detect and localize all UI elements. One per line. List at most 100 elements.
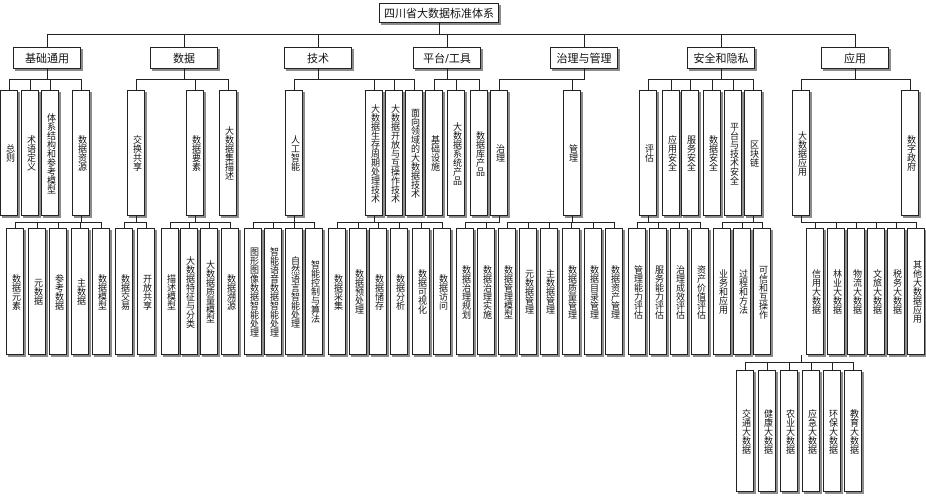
subcategory-box-label: 治理	[494, 144, 504, 162]
leaf-box: 农业大数据	[780, 370, 798, 492]
leaf-box-label: 过程和方法	[737, 269, 747, 314]
connector-line	[358, 222, 359, 229]
category-box-label: 数据	[173, 52, 195, 65]
subcategory-box-label: 大数据集描述	[223, 126, 233, 180]
connector-line	[318, 69, 319, 80]
leaf-box: 数据元素	[6, 228, 24, 355]
leaf-box: 智能控制与算法	[305, 228, 323, 355]
subcategory-box: 服务安全	[681, 90, 699, 216]
leaf-box-label: 大数据质量模型	[204, 260, 214, 323]
connector-line	[209, 222, 210, 229]
connector-line	[58, 222, 59, 229]
connector-line	[184, 34, 185, 48]
leaf-box-label: 图形图像数据智能处理	[248, 246, 258, 337]
connector-line	[170, 222, 171, 229]
connector-line	[434, 79, 480, 80]
subcategory-box-label: 大数据生存周期处理技术	[369, 103, 379, 203]
subcategory-box-label: 数据资源	[76, 135, 86, 171]
connector-line	[499, 216, 500, 223]
leaf-box-label: 主数据管理	[544, 269, 554, 314]
connector-line	[753, 79, 754, 91]
leaf-box: 描述模型	[161, 228, 179, 355]
leaf-box: 管理能力评估	[628, 228, 646, 355]
leaf-box: 数据预处理	[349, 228, 367, 355]
connector-line	[124, 222, 147, 223]
connector-line	[294, 216, 295, 223]
subcategory-box-label: 服务安全	[685, 135, 695, 171]
leaf-box: 数据溯源	[221, 228, 239, 355]
leaf-box-label: 交通大数据	[740, 408, 750, 454]
leaf-box-label: 业务和应用	[717, 269, 727, 314]
category-box: 平台/工具	[413, 47, 481, 69]
subcategory-box: 总则	[0, 90, 18, 216]
connector-line	[815, 222, 816, 229]
connector-line	[47, 34, 48, 48]
connector-line	[447, 34, 448, 48]
leaf-box: 数据资产管理	[605, 228, 623, 355]
subcategory-box: 大数据集描述	[219, 90, 237, 216]
leaf-box-label: 元数据	[32, 278, 42, 305]
leaf-box-label: 主数据	[75, 278, 85, 305]
connector-line	[184, 69, 185, 80]
subcategory-box: 区块链	[744, 90, 762, 216]
subcategory-box: 术语定义	[21, 90, 39, 216]
leaf-box: 数据分析	[390, 228, 408, 355]
subcategory-box-label: 大数据应用	[796, 130, 806, 176]
connector-line	[593, 222, 594, 229]
leaf-box: 数据交易	[115, 228, 133, 355]
connector-line	[47, 69, 48, 80]
connector-line	[876, 222, 877, 229]
connector-line	[294, 222, 295, 229]
connector-line	[414, 79, 415, 91]
subcategory-box: 数据要素	[186, 90, 204, 216]
connector-line	[722, 222, 723, 229]
diagram-title-label: 四川省大数据标准体系	[384, 7, 494, 20]
subcategory-box-label: 人工智能	[289, 135, 299, 171]
connector-line	[486, 222, 487, 229]
leaf-box-label: 参考数据	[53, 273, 63, 310]
connector-line	[195, 216, 196, 223]
leaf-box-label: 数据治理实施	[481, 264, 491, 319]
leaf-box-label: 信用大数据	[810, 269, 820, 314]
connector-line	[253, 222, 254, 229]
leaf-box: 元数据管理	[519, 228, 537, 355]
connector-line	[832, 362, 833, 371]
subcategory-box-label: 数字政府	[905, 135, 915, 171]
leaf-box: 参考数据	[49, 228, 67, 355]
connector-line	[572, 216, 573, 223]
subcategory-box-label: 术语定义	[25, 135, 35, 171]
connector-line	[499, 79, 500, 91]
leaf-box-label: 其他大数据应用	[911, 260, 921, 323]
connector-line	[658, 222, 659, 229]
connector-line	[745, 362, 746, 371]
connector-line	[855, 34, 856, 48]
connector-line	[648, 79, 649, 91]
connector-line	[896, 222, 897, 229]
connector-line	[37, 222, 38, 229]
category-box-label: 技术	[307, 52, 329, 65]
connector-line	[836, 222, 837, 229]
leaf-box-label: 数据访问	[437, 273, 447, 310]
subcategory-box: 评估	[639, 90, 657, 216]
leaf-box: 过程和方法	[733, 228, 751, 355]
connector-line	[294, 79, 295, 91]
category-box-label: 平台/工具	[423, 52, 471, 65]
leaf-box: 图形图像数据智能处理	[244, 228, 262, 355]
leaf-box-label: 健康大数据	[762, 408, 772, 454]
leaf-box: 业务和应用	[713, 228, 731, 355]
leaf-box: 可信和互操作	[753, 228, 771, 355]
leaf-box-label: 数据管理模型	[502, 264, 512, 319]
connector-line	[465, 222, 466, 229]
connector-line	[253, 222, 315, 223]
subcategory-box-label: 评估	[643, 144, 653, 162]
connector-line	[479, 79, 480, 91]
subcategory-box: 管理	[563, 90, 581, 216]
leaf-box: 教育大数据	[844, 370, 862, 492]
leaf-box: 数据管理模型	[498, 228, 516, 355]
leaf-box: 主数据管理	[540, 228, 558, 355]
leaf-box: 自然语言智能处理	[285, 228, 303, 355]
subcategory-box-label: 管理	[567, 144, 577, 162]
diagram-title: 四川省大数据标准体系	[379, 3, 499, 23]
subcategory-box-label: 基础设施	[429, 135, 439, 171]
connector-line	[228, 79, 229, 91]
